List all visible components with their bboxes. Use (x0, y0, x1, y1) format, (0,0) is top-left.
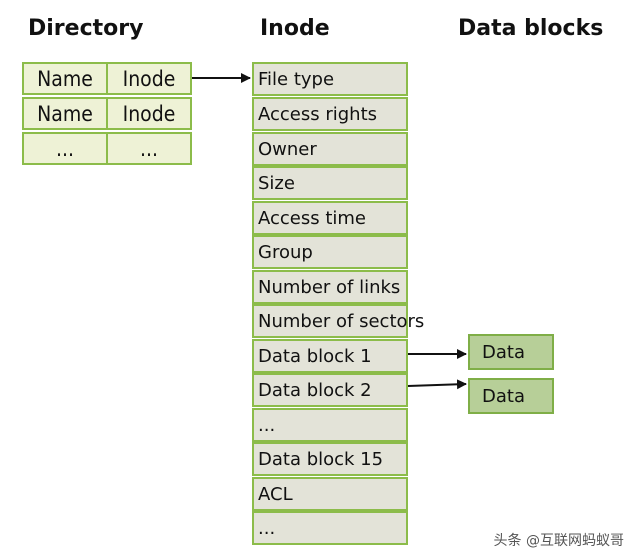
inode-heading: Inode (260, 16, 330, 41)
inode-field-ellipsis: ... (252, 511, 408, 545)
block2-to-data-arrow (407, 379, 467, 390)
inode-field-owner: Owner (252, 132, 408, 166)
directory-heading: Directory (28, 16, 144, 41)
inode-field-acl: ACL (252, 477, 408, 511)
data-block-1: Data (468, 334, 554, 370)
inode-field-data-block-15: Data block 15 (252, 442, 408, 476)
data-blocks-heading: Data blocks (458, 16, 604, 41)
inode-field-data-block-2: Data block 2 (252, 373, 408, 407)
inode-field-ellipsis: ... (252, 408, 408, 442)
inode-field-file-type: File type (252, 62, 408, 96)
inode-field-access-rights: Access rights (252, 97, 408, 131)
inode-field-data-block-1: Data block 1 (252, 339, 408, 373)
inode-field-number-of-links: Number of links (252, 270, 408, 304)
inode-field-size: Size (252, 166, 408, 200)
inode-field-group: Group (252, 235, 408, 269)
directory-ellipsis-cell: ... (106, 132, 192, 165)
watermark-text: 头条 @互联网蚂蚁哥 (493, 533, 624, 549)
directory-ellipsis-cell: ... (22, 132, 108, 165)
inode-field-number-of-sectors: Number of sectors (252, 304, 424, 338)
inode-field-access-time: Access time (252, 201, 408, 235)
directory-name-cell: Name (22, 97, 108, 130)
directory-inode-cell: Inode (106, 97, 192, 130)
data-block-2: Data (468, 378, 554, 414)
directory-inode-cell: Inode (106, 62, 192, 95)
